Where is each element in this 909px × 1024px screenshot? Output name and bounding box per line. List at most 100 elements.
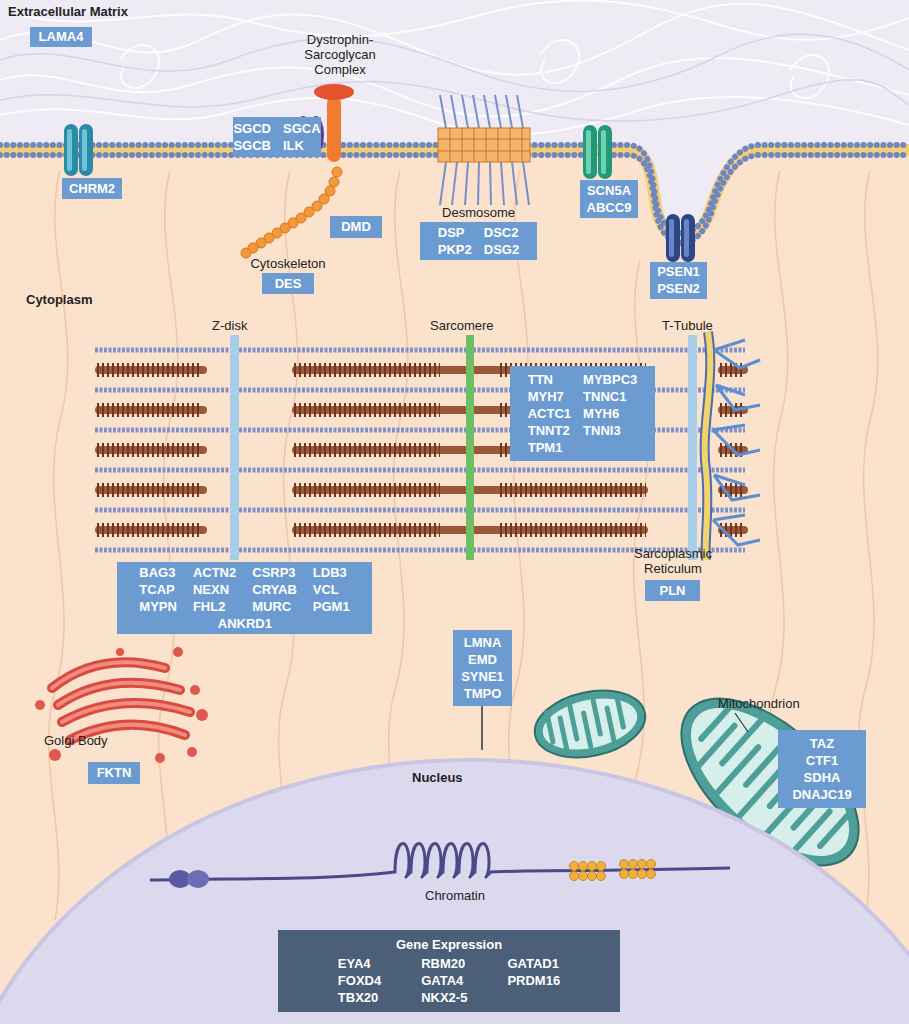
dystrophin-complex [314, 84, 354, 100]
box-heading: Gene Expression [396, 937, 502, 953]
chromatin [597, 872, 606, 881]
mitochondrion-small [546, 696, 626, 754]
gene-box: BAG3ACTN2CSRP3LDB3TCAPNEXNCRYABVCLMYPNFH… [117, 562, 372, 634]
chromatin [570, 862, 579, 871]
structure-label: Extracellular Matrix [8, 4, 128, 19]
gene-box: TAZCTF1SDHADNAJC19 [778, 730, 866, 808]
gene-box: SCN5AABCC9 [580, 180, 638, 218]
golgi-body [116, 648, 124, 656]
sodium-channel [586, 130, 591, 174]
desmosome-structure [438, 128, 530, 162]
desmosome-structure [451, 95, 457, 128]
desmosome-structure [501, 162, 504, 205]
gene-name: BAG3 [139, 565, 175, 581]
t-tubule [705, 332, 711, 560]
gene-box: LAMA4 [30, 27, 92, 47]
gene-name: LDB3 [313, 565, 347, 581]
presenilin-channel [666, 214, 680, 262]
extracellular-matrix [0, 0, 909, 238]
desmosome-structure [474, 128, 475, 162]
chromatin [187, 870, 209, 888]
gene-name: MYH7 [528, 389, 564, 405]
gene-box: PSEN1PSEN2 [650, 262, 707, 299]
mitochondrion-small [529, 681, 652, 767]
desmosome-structure [495, 95, 501, 128]
gene-expression-box: Gene ExpressionEYA4RBM20GATAD1FOXD4GATA4… [278, 930, 620, 1012]
desmosome-structure [498, 128, 499, 162]
chromatin [597, 862, 606, 871]
gene-box: CHRM2 [62, 178, 122, 199]
gene-name: PRDM16 [507, 973, 560, 989]
gene-box: LMNAEMDSYNE1TMPO [453, 630, 512, 706]
structure-label: Sarcoplasmic Reticulum [628, 546, 718, 576]
gene-name: EYA4 [338, 956, 371, 972]
sarcomere-structure [230, 335, 239, 560]
gene-name: SDHA [804, 770, 841, 786]
gene-box: SGCDSGCASGCBILK [233, 117, 321, 157]
matrix-fibers-shade [0, 34, 909, 91]
gene-name: RBM20 [421, 956, 465, 972]
gene-name: ABCC9 [587, 200, 632, 216]
gene-name: SGCA [283, 121, 321, 137]
chromatin [647, 860, 656, 869]
gene-name: PLN [660, 583, 686, 599]
gene-name: SCN5A [587, 183, 631, 199]
matrix-fibers [790, 55, 829, 98]
gene-name: SGCD [233, 121, 271, 137]
desmosome-structure [440, 162, 446, 205]
dystrophin-complex [329, 177, 339, 187]
structure-label: Sarcomere [430, 318, 494, 333]
golgi-body [62, 703, 190, 722]
matrix-fibers [20, 1, 909, 40]
structure-label: Chromatin [425, 888, 485, 903]
desmosome-structure [473, 95, 479, 128]
desmosome-structure [506, 95, 512, 128]
dystrophin-complex [241, 167, 342, 258]
sarcomere-structure [688, 335, 697, 560]
chromatin [588, 862, 597, 871]
gene-name: GATA4 [421, 973, 463, 989]
chromatin [629, 870, 638, 879]
gene-name: TAZ [810, 736, 834, 752]
chromatin [570, 860, 656, 881]
structure-label: Golgi Body [44, 733, 108, 748]
structure-label: Cytoskeleton [248, 256, 328, 271]
desmosome-structure [438, 128, 530, 162]
sarcomere-structure [466, 335, 474, 560]
dystrophin-complex [332, 167, 342, 177]
gene-name: DSP [438, 225, 465, 241]
gene-name: TNNC1 [583, 389, 626, 405]
gene-name: ILK [283, 138, 304, 154]
gene-name: SYNE1 [461, 669, 504, 685]
gene-name: LAMA4 [39, 29, 84, 45]
presenilin-channel [681, 214, 695, 262]
mitochondrion-leader [735, 713, 748, 732]
structure-label: Dystrophin- Sarcoglycan Complex [298, 32, 382, 77]
presenilin-channel [669, 219, 674, 257]
gene-name: LMNA [464, 635, 502, 651]
chromatin [150, 844, 730, 880]
structure-label: Z-disk [212, 318, 247, 333]
mitochondrion-small [538, 691, 642, 758]
gene-name: DES [275, 276, 302, 292]
gene-name: CHRM2 [69, 181, 115, 197]
desmosome-structure [465, 162, 468, 205]
mitochondrion-small [529, 681, 652, 767]
gene-name: ANKRD1 [218, 616, 272, 632]
chromatin [638, 870, 647, 879]
golgi-body [190, 685, 200, 695]
gene-name: CSRP3 [252, 565, 295, 581]
gene-name: PGM1 [313, 599, 350, 615]
desmosome-structure [438, 151, 530, 152]
gene-name: CTF1 [806, 753, 839, 769]
golgi-body [155, 753, 165, 763]
gene-name: ACTN2 [193, 565, 236, 581]
structure-label: Desmosome [420, 205, 537, 220]
sarcomere-structure [95, 470, 748, 494]
desmosome-structure [490, 162, 491, 205]
chromatin [620, 860, 629, 869]
golgi-body [62, 703, 190, 722]
chrm2-receptor [64, 124, 93, 176]
chrm2-receptor [64, 124, 78, 176]
